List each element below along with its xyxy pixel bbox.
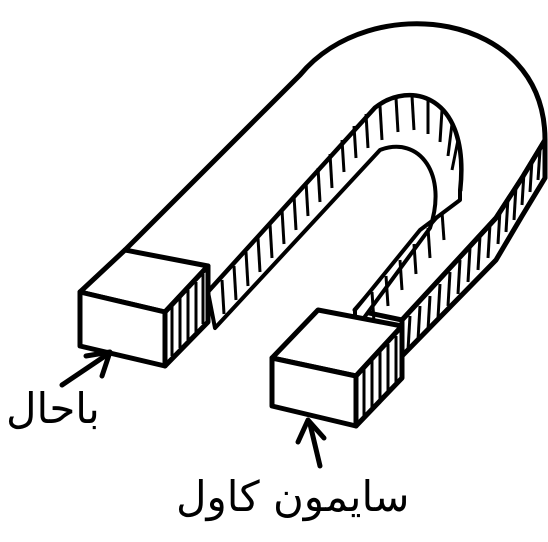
arrow-right-pole (298, 420, 324, 466)
arrow-left-pole (62, 352, 110, 385)
right-pole-label: سایمون کاول (176, 476, 409, 518)
left-pole-label: باحال (6, 388, 100, 430)
right-pole (272, 310, 402, 426)
left-pole (80, 250, 208, 366)
